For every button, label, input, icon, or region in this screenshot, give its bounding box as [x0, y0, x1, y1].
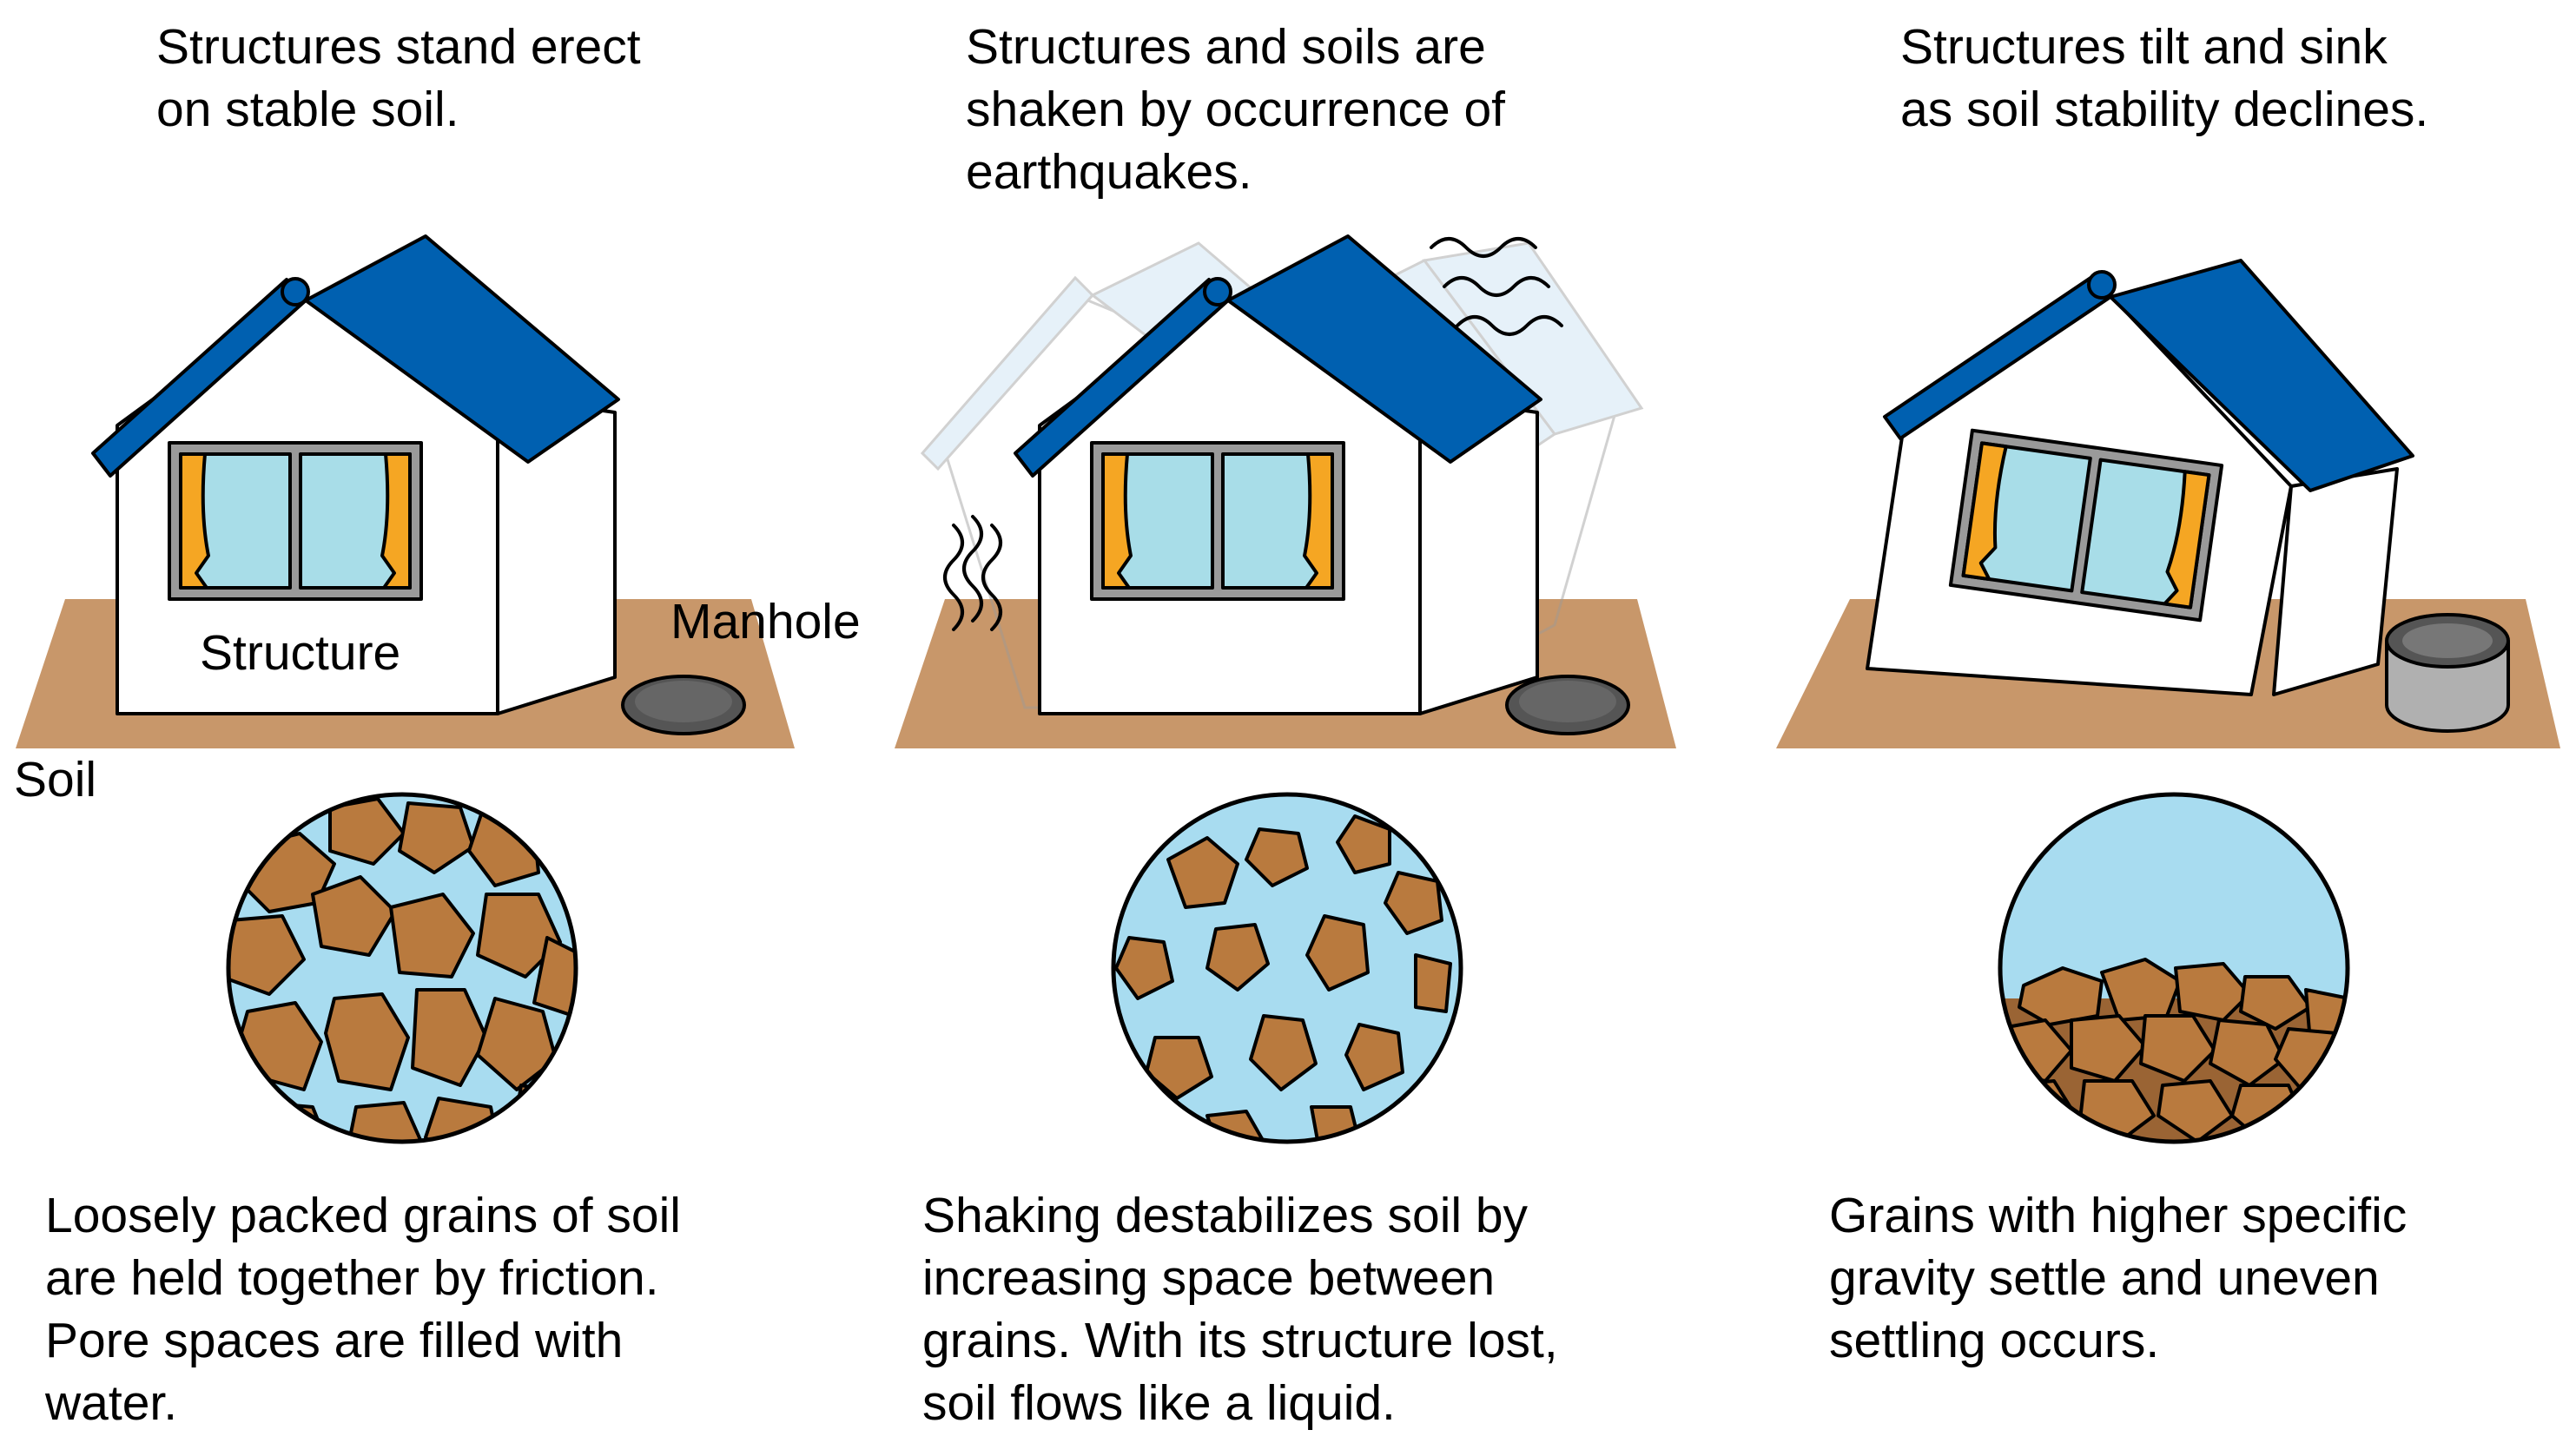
panel1-top-caption: Structures stand erect on stable soil.	[156, 19, 641, 137]
house-icon	[1014, 234, 1542, 715]
panel2-bottom-caption: Shaking destabilizes soil by increasing …	[922, 1188, 1558, 1431]
soil-grains-icon-stable	[226, 792, 578, 1144]
soil-grains-icon-settled	[1998, 792, 2350, 1144]
panel1-bottom-caption: Loosely packed grains of soil are held t…	[45, 1188, 681, 1431]
manhole-icon-raised	[2385, 613, 2510, 733]
panel2-scene	[895, 234, 1676, 748]
house-icon	[91, 234, 620, 715]
shake-lines-icon	[943, 515, 1002, 631]
structure-label: Structure	[200, 625, 401, 681]
soil-grains-icon-liquefied	[1111, 792, 1463, 1144]
window-icon	[1948, 428, 2224, 623]
panel3-scene	[1776, 259, 2560, 748]
shake-lines-icon	[1430, 237, 1563, 336]
manhole-label: Manhole	[670, 594, 861, 649]
soil-label: Soil	[14, 752, 97, 807]
panel3-bottom-caption: Grains with higher specific gravity sett…	[1829, 1188, 2408, 1368]
manhole-icon	[1505, 675, 1630, 735]
panel3-top-caption: Structures tilt and sink as soil stabili…	[1900, 19, 2429, 137]
house-icon-tilted	[1866, 259, 2414, 696]
manhole-icon	[621, 675, 746, 735]
window-icon	[1090, 441, 1345, 601]
window-icon	[168, 441, 423, 601]
panel2-top-caption: Structures and soils are shaken by occur…	[966, 19, 1506, 200]
panel1-scene	[16, 234, 795, 748]
